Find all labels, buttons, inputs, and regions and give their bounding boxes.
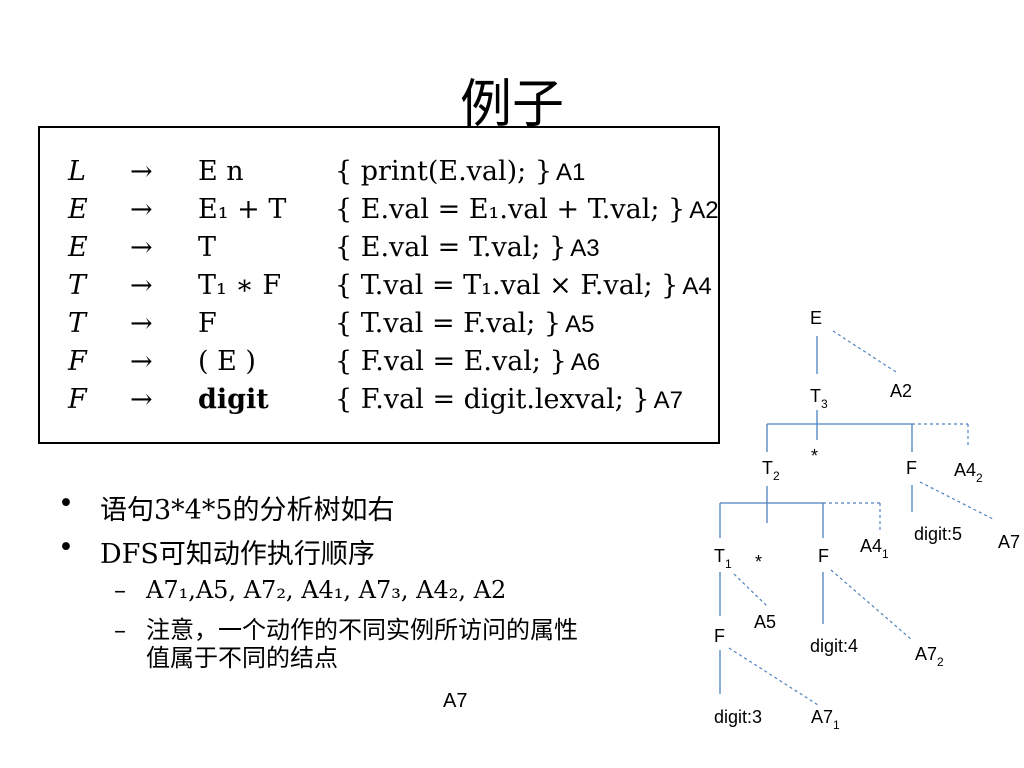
rule-action: { T.val = F.val; }A5 [335,308,594,339]
rule-arrow: → [130,270,153,301]
rule-lhs: T [68,308,87,339]
tree-node-subscript: 2 [773,469,780,483]
slide-title: 例子 [459,75,564,135]
rule-action: { print(E.val); }A1 [335,156,585,187]
rule-arrow: → [130,194,153,225]
rule-rhs: T₁ ∗ F [198,270,282,301]
tree-action-A7-3: A7 [998,532,1020,552]
tree-node-star: * [811,446,818,466]
tree-node-E: E [810,308,822,328]
rule-action-text: { T.val = T₁.val × F.val; } [335,270,679,301]
tree-node-digit3: digit:3 [714,707,762,727]
tree-node-T1: T1 [714,546,732,571]
rule-lhs: L [68,156,86,187]
rule-action-text: { E.val = E₁.val + T.val; } [335,194,686,225]
tree-node-text: T [762,458,773,478]
tree-action-A5: A5 [754,612,776,632]
tree-node-T2: T2 [762,458,780,483]
tree-node-subscript: 3 [821,397,828,411]
rule-lhs: F [68,384,87,415]
rule-action: { F.val = E.val; }A6 [335,346,600,377]
rule-arrow: → [130,384,153,415]
rule-rhs: digit [198,384,269,415]
tree-node-subscript: 1 [882,547,889,561]
rule-arrow: → [130,156,153,187]
tree-node-subscript: 1 [833,718,840,732]
rule-lhs: T [68,270,87,301]
tree-labels: E A2 T3 * T2 F A42 digit:5 A7 A41 T1 * F… [714,308,1020,732]
sub-bullet-mark: – [114,616,126,644]
rule-rhs: ( E ) [198,346,256,377]
rule-action: { T.val = T₁.val × F.val; }A4 [335,270,712,301]
rule-action-text: { F.val = E.val; } [335,346,567,377]
tree-action-A7-2: A72 [915,644,944,669]
tree-action-edge [919,481,996,521]
rule-label: A7 [653,387,683,414]
tree-node-text: A7 [915,644,937,664]
tree-action-edge [728,647,819,706]
rule-action-text: { E.val = T.val; } [335,232,567,263]
tree-action-A2: A2 [890,381,912,401]
tree-node-text: T [810,386,821,406]
rule-label: A3 [570,235,600,262]
stray-label: A7 [443,690,468,712]
tree-node-subscript: 1 [725,557,732,571]
tree-node-digit5: digit:5 [914,524,962,544]
bullet-text: 语句3*4*5的分析树如右 [100,495,395,526]
tree-action-A7-1: A71 [811,707,840,732]
rule-action-text: { T.val = F.val; } [335,308,562,339]
rule-lhs: F [68,346,87,377]
rule-label: A2 [689,197,719,224]
tree-dashed-edges [728,330,996,706]
tree-node-text: A7 [811,707,833,727]
tree-node-F: F [714,626,725,646]
tree-node-T3: T3 [810,386,828,411]
bullet-mark: • [58,532,74,563]
rule-action-text: { F.val = digit.lexval; } [335,384,650,415]
rule-arrow: → [130,308,153,339]
tree-action-A4-2: A42 [954,460,983,485]
rule-arrow: → [130,232,153,263]
grammar-box: L → E n { print(E.val); }A1 E → E₁ + T {… [38,126,720,444]
rule-action-text: { print(E.val); } [335,156,553,187]
tree-node-subscript: 2 [937,655,944,669]
rule-action: { E.val = E₁.val + T.val; }A2 [335,194,719,225]
rule-rhs: E n [198,156,244,187]
rule-action: { F.val = digit.lexval; }A7 [335,384,683,415]
bullet-mark: • [58,488,74,519]
sub-bullet-mark: – [114,576,126,604]
tree-node-subscript: 2 [976,471,983,485]
tree-node-text: A4 [954,460,976,480]
rule-rhs: T [198,232,217,263]
sub-bullet-text: A7₁,A5, A7₂, A4₁, A7₃, A4₂, A2 [146,576,507,604]
rule-label: A5 [565,311,595,338]
tree-node-text: T [714,546,725,566]
tree-node-digit4: digit:4 [810,636,858,656]
rule-action: { E.val = T.val; }A3 [335,232,600,263]
rule-rhs: E₁ + T [198,194,287,225]
rule-label: A4 [682,273,712,300]
tree-action-A4-1: A41 [860,536,889,561]
tree-action-edge [830,569,913,641]
sub-bullet-text: 注意，一个动作的不同实例所访问的属性值属于不同的结点 [146,616,578,672]
bullet-text: DFS可知动作执行顺序 [100,539,375,570]
rule-lhs: E [68,232,88,263]
tree-node-star: * [755,552,762,572]
rule-label: A6 [570,349,601,376]
tree-solid-edges [719,336,913,694]
tree-node-F: F [818,546,829,566]
tree-node-F: F [906,458,917,478]
tree-action-edge [832,330,897,373]
rule-label: A1 [556,159,586,186]
rule-rhs: F [198,308,217,339]
tree-action-edge [733,573,768,607]
tree-node-text: A4 [860,536,882,556]
rule-lhs: E [68,194,88,225]
rule-arrow: → [130,346,153,377]
